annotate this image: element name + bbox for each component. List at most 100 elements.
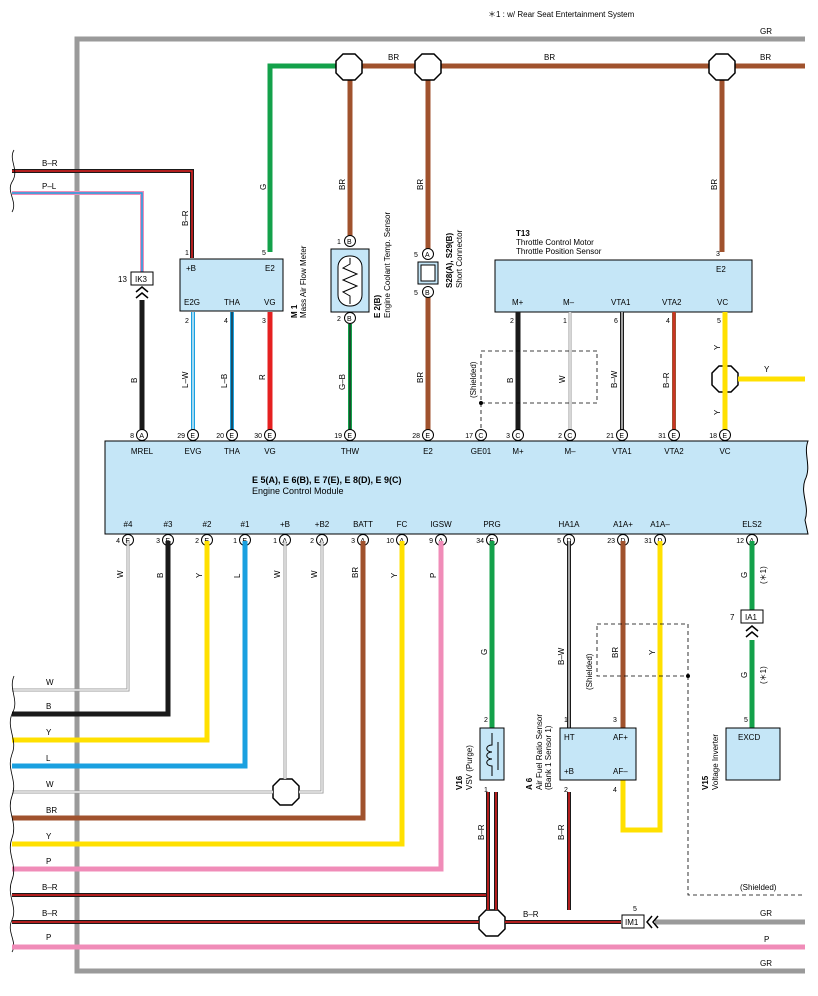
maf-num-vg: 3 — [262, 318, 266, 325]
maf-num-e2: 5 — [262, 250, 266, 257]
wire-label-br-throttle: BR — [710, 179, 719, 190]
wire-label-p-igsw: P — [429, 573, 438, 578]
ecm-pin-label: VG — [264, 447, 276, 456]
throttle-pin-vc: VC — [717, 298, 728, 307]
vsv-name: VSV (Purge) — [465, 745, 474, 790]
ecm-pin-label: A1A+ — [613, 520, 633, 529]
ecm-pin-conn: C — [567, 433, 572, 440]
junction-node — [272, 778, 300, 806]
ecm-pin-conn: C — [515, 433, 520, 440]
g-wire-maf-e2 — [267, 63, 340, 252]
wire-label-br-a1a: BR — [611, 647, 620, 658]
ecm-name: Engine Control Module — [252, 486, 344, 496]
vsv-num-1: 1 — [484, 787, 488, 794]
wire-label-y-fc: Y — [390, 572, 399, 578]
ecm-pin-label: #1 — [241, 520, 250, 529]
maf-name: Mass Air Flow Meter — [299, 245, 308, 318]
ecm-pin-num: 8 — [130, 433, 134, 440]
afs-name-1: Air Fuel Ratio Sensor — [535, 714, 544, 790]
vinv-name: Voltage Inverter — [711, 734, 720, 790]
left-wire-label-b: B — [46, 702, 51, 711]
maf-num-tha: 4 — [224, 318, 228, 325]
im1-connector: IM1 5 — [621, 906, 659, 929]
voltage-inverter: EXCD 5 V15 Voltage Inverter — [701, 717, 781, 790]
throttle-num-vc: 5 — [717, 318, 721, 325]
ecm-pin-num: 29 — [177, 433, 185, 440]
harness-breaks-left — [9, 149, 16, 953]
ik3-label: IK3 — [135, 275, 148, 284]
ecm-pin-label: #4 — [124, 520, 133, 529]
ecm-pin-num: 30 — [254, 433, 262, 440]
ecm-pin-connector — [422, 429, 434, 441]
wire-label-br-short: BR — [416, 179, 425, 190]
ecm-pin-connector — [136, 429, 148, 441]
afs-pin-ht: HT — [564, 733, 575, 742]
ecm-pin-label: THW — [341, 447, 360, 456]
wire-label-lw: L–W — [181, 371, 190, 388]
ecm-pin-label: E2 — [423, 447, 433, 456]
wire-label-w-4: W — [116, 570, 125, 578]
wire-label-br-batt: BR — [351, 567, 360, 578]
gr-ground-wire — [74, 36, 805, 974]
throttle-num-mplus: 2 — [510, 318, 514, 325]
wire-label-br-vert: B–R — [181, 210, 190, 226]
ecm-pin-label: VTA1 — [612, 447, 632, 456]
ecm-pin-num: 18 — [709, 433, 717, 440]
vinv-num: 5 — [744, 717, 748, 724]
shielded-label-1: (Shielded) — [469, 361, 478, 398]
ecm-pin-label: A1A– — [650, 520, 670, 529]
wire-label-gr-top: GR — [760, 27, 772, 36]
ecm-pin-num: 1 — [233, 538, 237, 545]
ecm-pin-conn: E — [425, 433, 430, 440]
ecm-pin-label: +B — [280, 520, 290, 529]
left-wire-label-p2: P — [46, 933, 51, 942]
wire-label-g-maf: G — [259, 184, 268, 190]
left-wire-label-w1: W — [46, 678, 54, 687]
wire-label-g-prg: G — [480, 649, 489, 655]
left-wire-label-y2: Y — [46, 832, 52, 841]
wire-label-gb: G–B — [338, 374, 347, 390]
ecm-pin-num: 3 — [506, 433, 510, 440]
afs-name-2: (Bank 1 Sensor 1) — [544, 725, 553, 790]
ecm-module: E 5(A), E 6(B), E 7(E), E 8(D), E 9(C) E… — [104, 440, 809, 535]
short-conn-b: B — [425, 290, 430, 297]
ecm-pin-num: 21 — [606, 433, 614, 440]
ecm-pin-label: #3 — [164, 520, 173, 529]
wire-label-w-m: W — [558, 375, 567, 383]
afs-num-4: 4 — [613, 787, 617, 794]
afs-pin-afp: AF+ — [613, 733, 628, 742]
ecm-pin-conn: A — [139, 433, 144, 440]
ecm-pin-num: 23 — [607, 538, 615, 545]
wire-label-star-2: (＊1) — [759, 666, 768, 684]
ecm-pin-conn: E — [229, 433, 234, 440]
ecm-top-pins: A8MRELE29EVGE20THAE30VGE19THWE28E2C17GE0… — [130, 429, 731, 456]
throttle-pin-vta2: VTA2 — [662, 298, 682, 307]
ecm-pin-label: THA — [224, 447, 241, 456]
throttle-wires — [515, 312, 805, 431]
afs-num-1: 1 — [564, 717, 568, 724]
ia1-pin-num: 7 — [730, 613, 735, 622]
vinv-pin: EXCD — [738, 733, 760, 742]
afs-pin-afm: AF– — [613, 767, 628, 776]
throttle-num-e2: 3 — [716, 251, 720, 258]
ecm-pin-num: 17 — [465, 433, 473, 440]
wire-label-b-mrel: B — [130, 378, 139, 383]
ecm-title: E 5(A), E 6(B), E 7(E), E 8(D), E 9(C) — [252, 475, 402, 485]
ecm-pin-label: IGSW — [430, 520, 452, 529]
short-conn-a: A — [425, 252, 430, 259]
ecm-pin-num: 12 — [736, 538, 744, 545]
throttle-pin-mminus: M– — [563, 298, 575, 307]
wire-label-g-els2: G — [740, 572, 749, 578]
ecm-pin-connector — [264, 429, 276, 441]
wire-label-b-m: B — [506, 378, 515, 383]
ecm-pin-conn: E — [722, 433, 727, 440]
wire-label-br-r-vsv: B–R — [477, 824, 486, 840]
wire-label-y-right: Y — [764, 365, 770, 374]
wire-label-br-3: BR — [760, 53, 771, 62]
left-wire-label-l: L — [46, 754, 51, 763]
wire-label-r: R — [258, 374, 267, 380]
ecm-pin-num: 3 — [156, 538, 160, 545]
maf-pin-vg: VG — [264, 298, 276, 307]
afs-num-3: 3 — [613, 717, 617, 724]
wire-label-l-1: L — [233, 573, 242, 578]
